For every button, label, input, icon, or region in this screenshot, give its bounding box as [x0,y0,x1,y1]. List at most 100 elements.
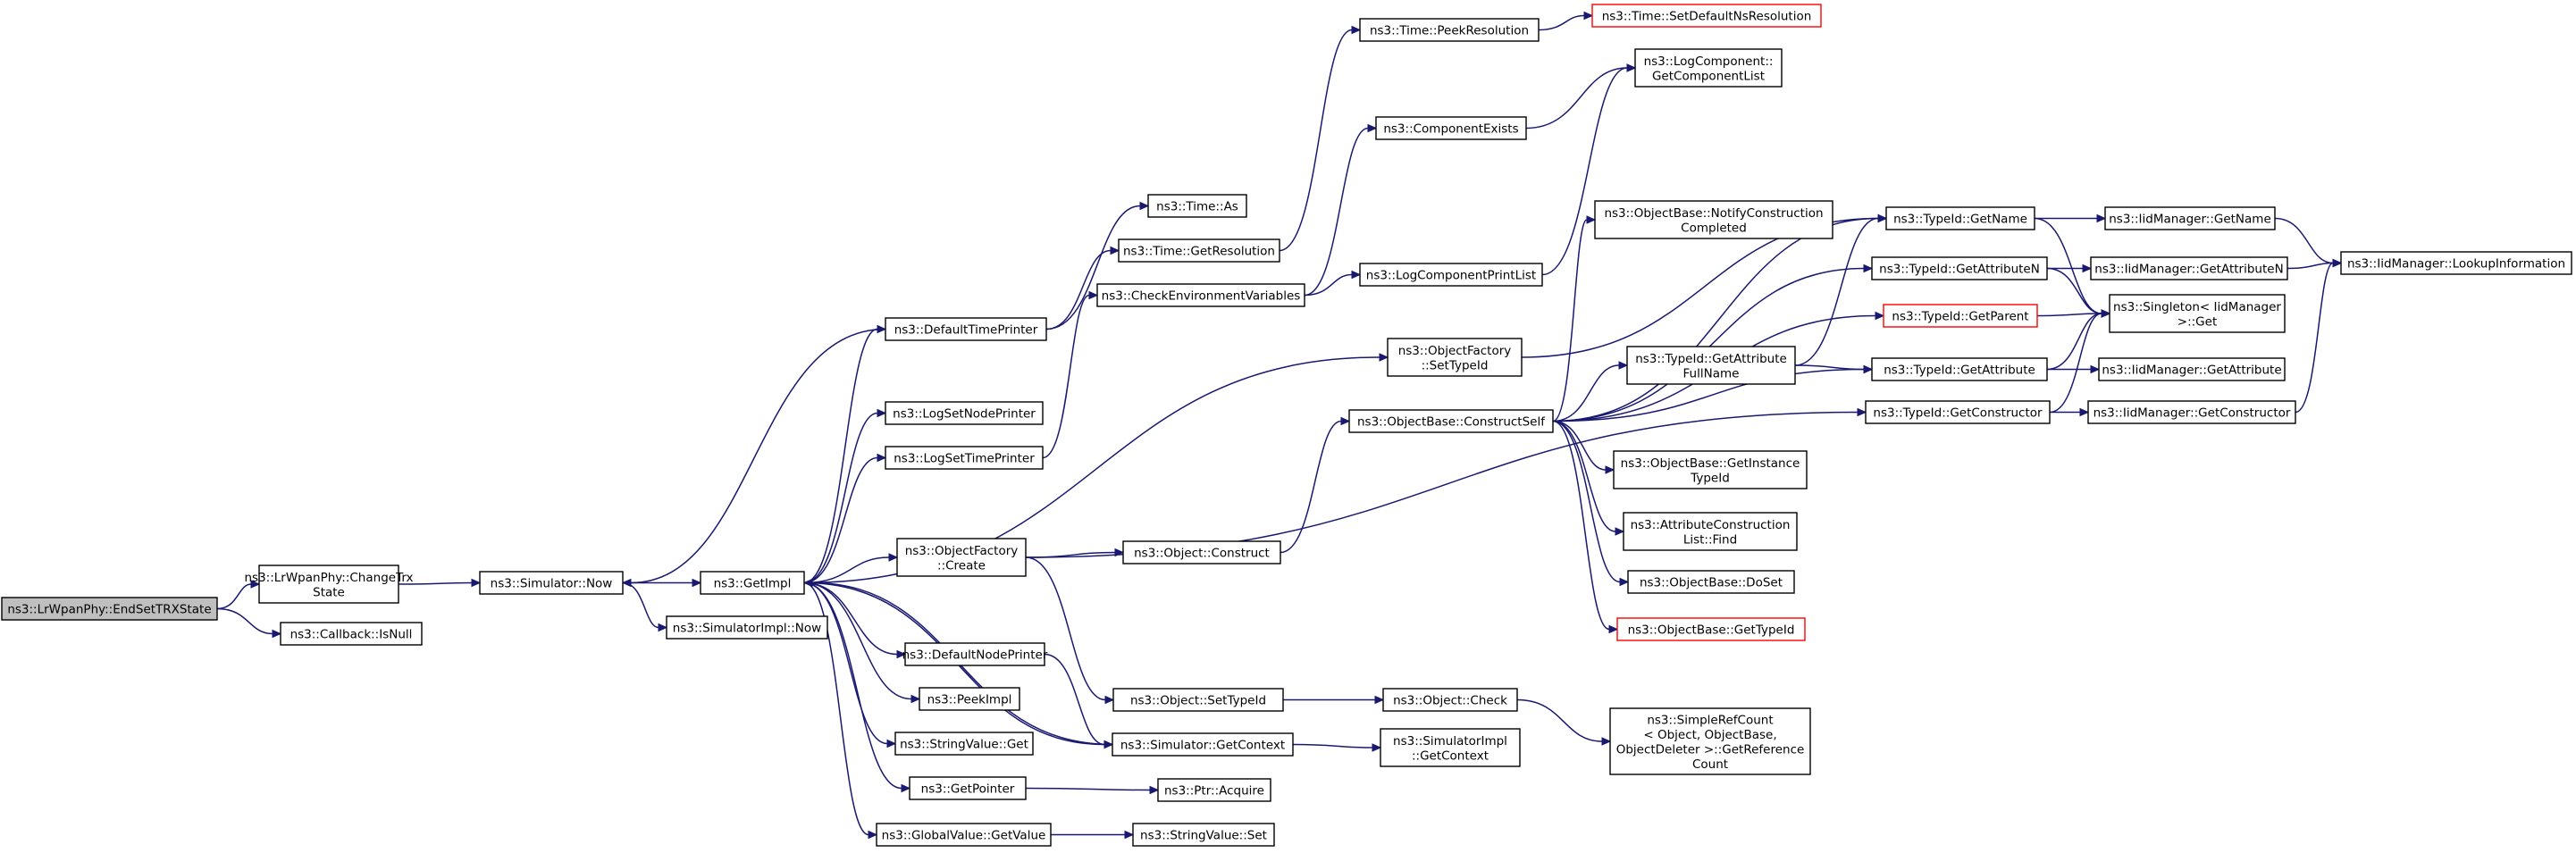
node-tidgetctor[interactable]: ns3::TypeId::GetConstructor [1865,400,2051,424]
node-box [1375,116,1527,140]
node-defaultnode[interactable]: ns3::DefaultNodePrinter [902,642,1048,666]
node-endset[interactable]: ns3::LrWpanPhy::EndSetTRXState [1,597,218,621]
node-objcheck[interactable]: ns3::Object::Check [1382,688,1518,712]
node-gettypeid[interactable]: ns3::ObjectBase::GetTypeId [1616,617,1806,641]
node-label: State [313,585,345,599]
node-constructself[interactable]: ns3::ObjectBase::ConstructSelf [1348,409,1554,433]
node-logcomplist[interactable]: ns3::LogComponent::GetComponentList [1634,48,1783,88]
edge-arrowhead [2090,364,2101,374]
edge-line [2034,217,2102,314]
node-label: ns3::ObjectBase::DoSet [1640,576,1783,590]
edge-line [803,356,1380,584]
node-label: ns3::GlobalValue::GetValue [882,829,1046,843]
node-box [1865,400,2051,424]
edge-defaulttime-to-simnow [621,328,886,588]
node-label: ns3::CheckEnvironmentVariables [1102,289,1301,304]
node-notifyconstr[interactable]: ns3::ObjectBase::NotifyConstructionCompl… [1594,200,1833,239]
edge-constructself-to-tidgetattrn [1552,263,1874,422]
node-tidgetparent[interactable]: ns3::TypeId::GetParent [1883,304,2038,328]
node-box [896,538,1027,577]
node-simimplnow[interactable]: ns3::SimulatorImpl::Now [666,615,828,640]
edge-getimpl-to-objfactcreate [803,553,899,584]
node-compexists[interactable]: ns3::ComponentExists [1375,116,1527,140]
node-getimpl[interactable]: ns3::GetImpl [700,571,805,595]
edge-line [216,583,252,610]
node-box [1616,617,1806,641]
node-label: Count [1692,757,1728,772]
edge-getimpl-to-logsetnode [803,408,887,584]
node-label: ns3::IidManager::GetAttributeN [2094,263,2283,277]
node-strvalget[interactable]: ns3::StringValue::Get [894,732,1034,756]
node-label: >::Get [2177,314,2217,329]
node-logsettime[interactable]: ns3::LogSetTimePrinter [885,446,1044,470]
edge-line [2287,262,2334,270]
edge-arrowhead [1605,465,1615,474]
edge-line [216,607,273,635]
edge-line [803,456,878,584]
node-objsettypeid[interactable]: ns3::Object::SetTypeId [1112,688,1284,712]
node-strvalset[interactable]: ns3::StringValue::Set [1132,823,1275,847]
node-label: ns3::Time::SetDefaultNsResolution [1602,10,1812,24]
node-doset[interactable]: ns3::ObjectBase::DoSet [1627,570,1795,594]
node-defaulttime[interactable]: ns3::DefaultTimePrinter [885,317,1047,341]
node-simimplctx[interactable]: ns3::SimulatorImpl::GetContext [1380,728,1521,767]
edge-arrowhead [886,739,897,748]
node-isnull[interactable]: ns3::Callback::IsNull [280,622,423,646]
node-peekimpl[interactable]: ns3::PeekImpl [919,687,1020,711]
node-tidgetname[interactable]: ns3::TypeId::GetName [1885,206,2035,230]
edge-getattrfull-to-tidgetname [1794,213,1888,366]
node-label: ns3::Callback::IsNull [290,628,413,642]
node-globalget[interactable]: ns3::GlobalValue::GetValue [876,823,1052,847]
node-checkenv[interactable]: ns3::CheckEnvironmentVariables [1096,283,1305,307]
node-getpointer[interactable]: ns3::GetPointer [909,776,1027,800]
node-box [1871,256,2048,280]
edge-arrowhead [1857,407,1867,417]
node-label: ns3::TypeId::GetAttributeN [1879,263,2040,277]
node-simnow[interactable]: ns3::Simulator::Now [479,571,624,595]
node-setdefns[interactable]: ns3::Time::SetDefaultNsResolution [1591,4,1822,28]
node-iidgetattr[interactable]: ns3::IidManager::GetAttribute [2098,357,2286,381]
node-iidgetctor[interactable]: ns3::IidManager::GetConstructor [2087,400,2296,424]
node-box [1132,823,1275,847]
node-simgetctx[interactable]: ns3::Simulator::GetContext [1112,732,1294,757]
node-logsetnode[interactable]: ns3::LogSetNodePrinter [885,401,1044,425]
edge-line [1042,294,1090,459]
node-lookupinfo[interactable]: ns3::IidManager::LookupInformation [2340,251,2572,275]
node-iidgetattrn[interactable]: ns3::IidManager::GetAttributeN [2090,256,2288,280]
edge-line [1280,420,1342,554]
node-peekres[interactable]: ns3::Time::PeekResolution [1359,18,1540,42]
node-label: ns3::LogSetTimePrinter [894,452,1035,466]
edge-arrowhead [1608,624,1619,634]
edge-logsettime-to-checkenv [1042,290,1099,459]
node-tidgetattrn[interactable]: ns3::TypeId::GetAttributeN [1871,256,2048,280]
edge-arrowhead [658,623,668,632]
node-box [1122,540,1281,564]
edge-getattrfull-to-tidgetattr [1794,364,1874,374]
node-singleton[interactable]: ns3::Singleton< IidManager >::Get [2109,294,2286,333]
node-objfactcreate[interactable]: ns3::ObjectFactory::Create [896,538,1027,577]
edge-arrowhead [1601,737,1612,746]
edge-iidgetctor-to-lookupinfo [2295,258,2343,414]
node-timeas[interactable]: ns3::Time::As [1147,194,1247,218]
edge-arrowhead [1619,577,1630,587]
node-simplerefcount[interactable]: ns3::SimpleRefCount< Object, ObjectBase,… [1609,707,1811,775]
node-objconstruct[interactable]: ns3::Object::Construct [1122,540,1281,564]
edge-arrowhead [1110,246,1120,255]
edge-arrowhead [2332,258,2343,268]
node-label: ns3::TypeId::GetAttribute [1884,364,2035,378]
node-timegetres[interactable]: ns3::Time::GetResolution [1118,238,1280,263]
node-objfactsettid[interactable]: ns3::ObjectFactory::SetTypeId [1387,338,1523,377]
edge-arrowhead [1351,270,1362,280]
node-box [1112,732,1294,757]
edge-tidgetctor-to-iidgetctor [2049,407,2090,417]
node-tidgetattr[interactable]: ns3::TypeId::GetAttribute [1871,357,2048,381]
node-ptracquire[interactable]: ns3::Ptr::Acquire [1157,778,1271,802]
node-label: ns3::IidManager::GetAttribute [2102,364,2281,378]
node-iidgetname[interactable]: ns3::IidManager::GetName [2104,206,2276,230]
node-logprintlist[interactable]: ns3::LogComponentPrintList [1359,263,1543,287]
edge-arrowhead [621,578,632,588]
